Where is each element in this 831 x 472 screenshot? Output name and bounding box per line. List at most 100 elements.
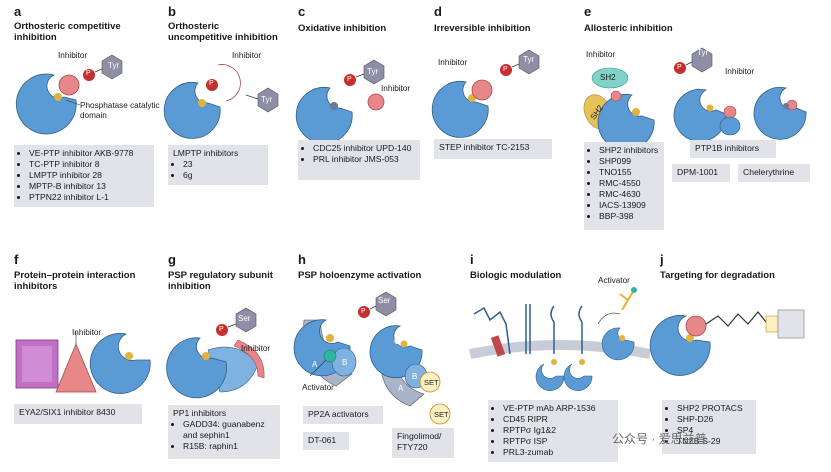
set-label-1: SET: [424, 378, 439, 387]
inhibitor-triangle: [55, 342, 97, 393]
target-enzyme: [649, 315, 711, 376]
c-label-2: C: [394, 336, 401, 346]
p-label: P: [677, 64, 682, 71]
catalytic-site: [783, 103, 789, 109]
inhibitor-list-box: LMPTP inhibitors 236g: [168, 145, 268, 185]
list-item: RMC-4630: [599, 189, 659, 200]
b-label-2: B: [412, 372, 418, 381]
list-item: SHP099: [599, 156, 659, 167]
b-subunit: [331, 347, 357, 377]
inhibitor-label: Inhibitor: [232, 51, 262, 60]
holoenzyme-diagram: [293, 291, 451, 425]
watermark: 公众号 · 爱思益普: [612, 432, 707, 446]
p-label: P: [503, 66, 508, 73]
degradation-diagram: [649, 309, 805, 376]
inhibitor-list-box: VE-PTP inhibitor AKB-9778TC-PTP inhibito…: [14, 145, 154, 207]
biologic-diagram: [469, 287, 651, 391]
antibody-red: [490, 335, 506, 357]
list-item: IACS-13909: [599, 200, 659, 211]
panel-title: Orthosteric competitive inhibition: [14, 21, 121, 43]
inhibitor-label: Inhibitor: [241, 344, 271, 353]
ptp1b-heading-box: PTP1B inhibitors: [690, 140, 776, 158]
enzyme-shape: [431, 81, 489, 138]
phospho-p: [358, 306, 370, 318]
panel-letter: c: [298, 4, 306, 19]
phospho-p: [206, 79, 218, 91]
inhibitor-box: EYA2/SIX1 inhibitor 8430: [14, 404, 142, 424]
panel-title: Oxidative inhibition: [298, 23, 387, 34]
phospho-p: [674, 62, 686, 74]
activator-label: Activator: [302, 383, 334, 392]
oxidative-diagram: [295, 59, 385, 144]
phospho-p: [500, 64, 512, 76]
fingolimod-box: Fingolimod/ FTY720: [392, 428, 454, 458]
dpm-box: DPM-1001: [672, 164, 730, 182]
catalytic-site: [198, 99, 206, 107]
ptp-domain-1: [535, 363, 565, 391]
ppi-diagram: [15, 332, 151, 394]
inhibitor-list-box: PP1 inhibitors GADD34: guanabenz and sep…: [168, 405, 280, 459]
b-label: B: [342, 358, 348, 367]
inhibitor-label-1: Inhibitor: [586, 50, 616, 59]
list-item: RPTPσ Ig1&2: [503, 425, 613, 436]
tyr-label: Tyr: [523, 55, 535, 64]
catalytic-site: [125, 352, 133, 360]
inhibitor-band: [233, 339, 265, 379]
inhibitor-ball: [471, 79, 493, 101]
inhibitor-crescent: [217, 64, 241, 102]
a-label: A: [312, 360, 318, 369]
panel-title: PSP holoenzyme activation: [298, 270, 422, 281]
inhibitor-list: 236g: [173, 159, 263, 181]
list-item: TNZB-S-29: [677, 436, 751, 447]
panel-title: Protein–protein interaction inhibitors: [14, 270, 136, 292]
six1-enzyme: [89, 333, 151, 394]
phospho-p: [83, 69, 95, 81]
inhibitor-label-2: Inhibitor: [725, 67, 755, 76]
biologic-list-box: VE-PTP mAb ARP-1536CD45 RIPRRPTPσ Ig1&2R…: [488, 400, 618, 462]
list-item: 23: [183, 159, 263, 170]
list-item: PRL3-zumab: [503, 447, 613, 458]
inhibitor-ball: [58, 74, 80, 96]
allosteric-diagram: [583, 47, 807, 151]
panel-letter: i: [470, 252, 474, 267]
list-item: SHP2 inhibitors: [599, 145, 659, 156]
enzyme-shape: [295, 87, 353, 144]
panel-letter: h: [298, 252, 306, 267]
inhibitor-ball: [610, 90, 622, 102]
ser-label: Ser: [238, 314, 251, 323]
panel-title: Allosteric inhibition: [584, 23, 673, 34]
tyr-hex: [101, 54, 123, 80]
activator-antibody: [619, 289, 635, 311]
phospho-p: [216, 324, 228, 336]
irreversible-diagram: [431, 49, 540, 138]
inhibitor-list: GADD34: guanabenz and sephin1R15B: raphi…: [173, 419, 275, 452]
inhibitor-label: Inhibitor: [72, 328, 102, 337]
tyr-label: Tyr: [261, 95, 273, 104]
chelerythrine-box: Chelerythrine: [738, 164, 810, 182]
sh2-green-label: SH2: [600, 73, 616, 82]
list-item: BBP-398: [599, 211, 659, 222]
list-item: R15B: raphin1: [183, 441, 275, 452]
catalytic-site: [400, 340, 408, 348]
ptp-domain-2: [563, 363, 593, 391]
e3-ligase: [777, 309, 805, 339]
catalytic-site: [686, 334, 694, 342]
p-label: P: [347, 76, 352, 83]
activator-label: Activator: [598, 276, 630, 285]
c-label: C: [322, 328, 329, 338]
inhibitor-label: Inhibitor: [438, 58, 468, 67]
list-item: CD45 RIPR: [503, 414, 613, 425]
set-ball-2: [429, 403, 451, 425]
ser-hex: [375, 291, 397, 317]
activator-ball: [323, 349, 337, 363]
prl3-enzyme: [601, 327, 635, 361]
p-label: P: [86, 70, 91, 77]
tyr-hex: [257, 87, 279, 113]
panel-letter: e: [584, 4, 592, 19]
list-item: VE-PTP inhibitor AKB-9778: [29, 148, 149, 159]
panel-letter: a: [14, 4, 22, 19]
inhibitor-box: STEP inhibitor TC-2153: [434, 139, 552, 159]
pp2a-box: PP2A activators: [303, 406, 383, 424]
list-item: RMC-4550: [599, 178, 659, 189]
domain-label: Phosphatase catalytic domain: [80, 101, 160, 120]
